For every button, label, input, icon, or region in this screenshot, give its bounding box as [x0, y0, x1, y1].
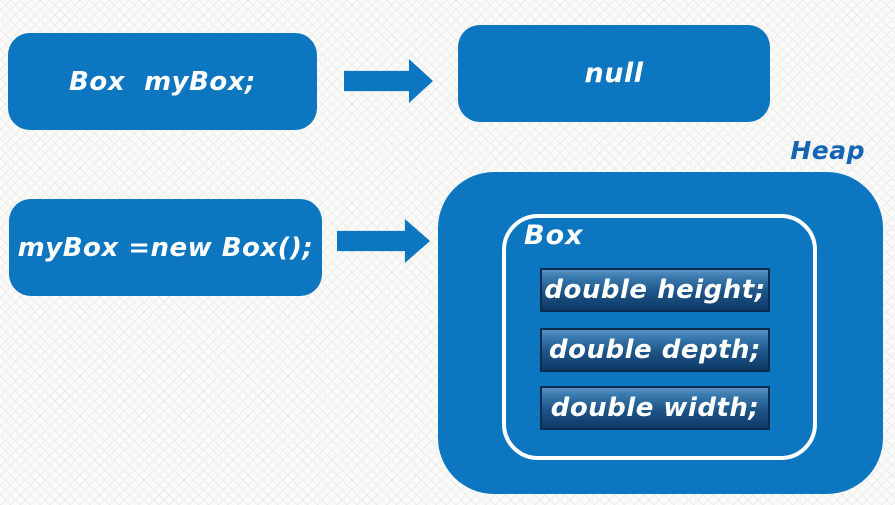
- statement-box-declaration: Box myBox;: [8, 33, 317, 130]
- statement-declaration-label: Box myBox;: [69, 66, 256, 97]
- arrow-right-icon: [337, 219, 430, 263]
- field-depth-label: double depth;: [549, 335, 761, 365]
- field-bar-width: double width;: [540, 386, 770, 430]
- null-value-box: null: [458, 25, 770, 122]
- arrow-right-icon: [344, 59, 433, 103]
- null-value-label: null: [584, 58, 644, 89]
- field-bar-height: double height;: [540, 268, 770, 312]
- heap-label: Heap: [790, 136, 865, 165]
- statement-instantiation-label: myBox =new Box();: [17, 232, 314, 263]
- field-bar-depth: double depth;: [540, 328, 770, 372]
- box-object-outline: [502, 214, 817, 460]
- field-width-label: double width;: [550, 393, 760, 423]
- box-class-name-label: Box: [524, 220, 584, 251]
- field-height-label: double height;: [544, 275, 766, 305]
- statement-box-instantiation: myBox =new Box();: [9, 199, 322, 296]
